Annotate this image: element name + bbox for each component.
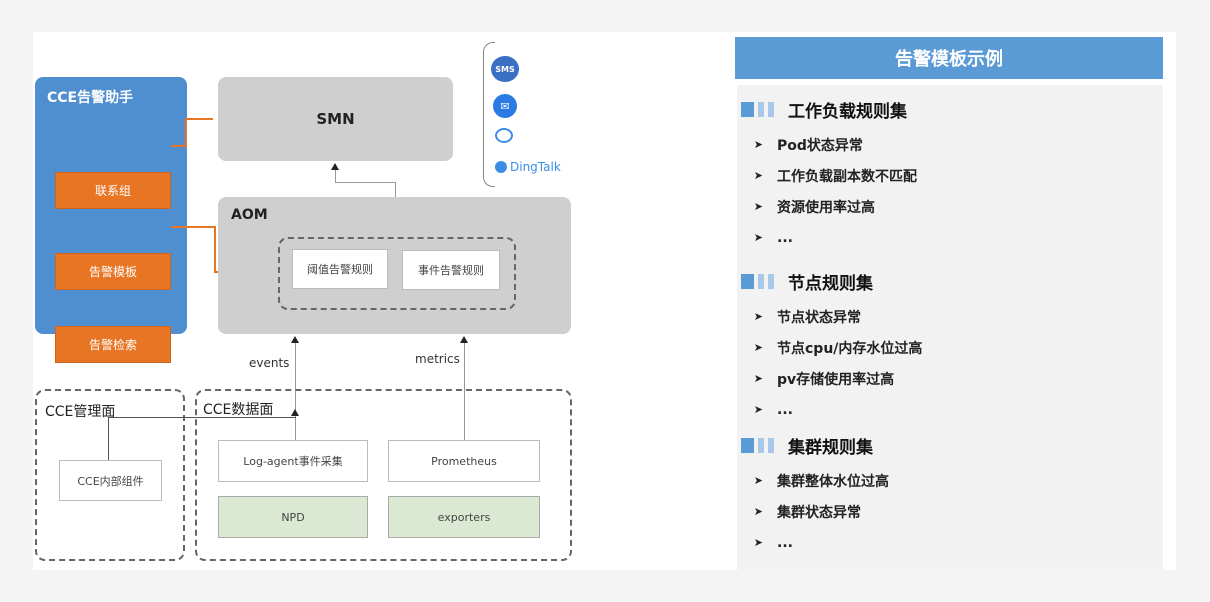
- alarm-template-box: 告警模板: [55, 253, 171, 290]
- item-label: pv存储使用率过高: [777, 371, 895, 388]
- cce-internal-component-box: CCE内部组件: [59, 460, 162, 501]
- list-item: ➤ 工作负载副本数不匹配: [741, 160, 1163, 191]
- brace: [483, 42, 495, 187]
- arrow-bullet-icon: ➤: [753, 403, 763, 416]
- list-item: ➤...: [741, 222, 1163, 253]
- templates-title: 告警模板示例: [735, 37, 1163, 79]
- exporters-box: exporters: [388, 496, 540, 538]
- arrow-head: [460, 336, 468, 343]
- list-item: ➤ 节点cpu/内存水位过高: [741, 332, 1163, 363]
- threshold-rule-box: 阈值告警规则: [292, 249, 388, 289]
- connector: [335, 182, 395, 183]
- connector: [335, 169, 336, 183]
- section-bullet-icon: [741, 437, 774, 453]
- alarm-rules-group: [278, 237, 516, 310]
- slide: CCE告警助手 联系组 告警模板 告警检索 SMN SMS ✉ DingTalk…: [33, 32, 1176, 570]
- arrow-bullet-icon: ➤: [753, 372, 763, 385]
- arrow-bullet-icon: ➤: [753, 231, 763, 244]
- log-agent-box: Log-agent事件采集: [218, 440, 368, 482]
- section-label: 集群规则集: [788, 437, 873, 458]
- aom-box: AOM 阈值告警规则 事件告警规则: [218, 197, 571, 334]
- section-title: 集群规则集: [741, 425, 1163, 465]
- list-item: ➤ 资源使用率过高: [741, 191, 1163, 222]
- cce-management-plane: CCE管理面: [35, 389, 185, 561]
- assistant-title: CCE告警助手: [47, 90, 134, 106]
- arrow-bullet-icon: ➤: [753, 138, 763, 151]
- sms-icon: SMS: [491, 56, 519, 82]
- section-bullet-icon: [741, 273, 774, 289]
- section-label: 节点规则集: [788, 273, 873, 294]
- connector: [171, 145, 186, 147]
- item-label: Pod状态异常: [777, 137, 863, 154]
- mgmt-plane-label: CCE管理面: [45, 404, 116, 420]
- connector: [185, 118, 187, 147]
- smn-box: SMN: [218, 77, 453, 161]
- item-label: ...: [777, 534, 793, 551]
- list-item: ➤ 节点状态异常: [741, 301, 1163, 332]
- connector: [185, 118, 213, 120]
- connector: [214, 226, 216, 272]
- connector: [171, 226, 215, 228]
- data-plane-label: CCE数据面: [203, 402, 274, 418]
- arrow-bullet-icon: ➤: [753, 200, 763, 213]
- dingtalk-icon: [495, 161, 507, 173]
- arrow-bullet-icon: ➤: [753, 474, 763, 487]
- list-item: ➤ Pod状态异常: [741, 129, 1163, 160]
- event-rule-box: 事件告警规则: [402, 250, 500, 290]
- item-label: 节点状态异常: [777, 309, 861, 326]
- item-label: 资源使用率过高: [777, 199, 875, 216]
- list-item: ➤...: [741, 394, 1163, 425]
- section-title: 工作负载规则集: [741, 89, 1163, 129]
- item-label: 工作负载副本数不匹配: [777, 168, 917, 185]
- events-label: events: [249, 356, 290, 370]
- arrow-bullet-icon: ➤: [753, 536, 763, 549]
- wecom-icon: [495, 128, 513, 143]
- cce-alarm-assistant-panel: CCE告警助手 联系组 告警模板 告警检索: [35, 77, 187, 363]
- email-icon: ✉: [493, 94, 517, 118]
- item-label: 节点cpu/内存水位过高: [777, 340, 923, 357]
- npd-box: NPD: [218, 496, 368, 538]
- list-item: ➤ pv存储使用率过高: [741, 363, 1163, 394]
- item-label: ...: [777, 401, 793, 418]
- aom-label: AOM: [231, 207, 268, 223]
- section-bullet-icon: [741, 101, 774, 117]
- item-label: 集群状态异常: [777, 504, 861, 521]
- prometheus-box: Prometheus: [388, 440, 540, 482]
- connector: [108, 417, 296, 418]
- list-item: ➤ 集群整体水位过高: [741, 465, 1163, 496]
- dingtalk-label: DingTalk: [510, 160, 561, 174]
- list-item: ➤ 集群状态异常: [741, 496, 1163, 527]
- item-label: ...: [777, 229, 793, 246]
- cce-data-plane: CCE数据面: [195, 389, 572, 561]
- dingtalk-logo: DingTalk: [495, 160, 561, 174]
- arrow-head: [291, 336, 299, 343]
- connector: [395, 182, 396, 197]
- connector: [108, 417, 109, 460]
- metrics-label: metrics: [415, 352, 460, 366]
- alarm-search-box: 告警检索: [55, 326, 171, 363]
- arrow-bullet-icon: ➤: [753, 341, 763, 354]
- arrow-head: [291, 409, 299, 416]
- templates-panel: 工作负载规则集 ➤ Pod状态异常 ➤ 工作负载副本数不匹配 ➤ 资源使用率过高 ➤.…: [737, 85, 1163, 570]
- arrow-bullet-icon: ➤: [753, 310, 763, 323]
- arrow-bullet-icon: ➤: [753, 169, 763, 182]
- arrow-bullet-icon: ➤: [753, 505, 763, 518]
- arrow-head: [331, 163, 339, 170]
- list-item: ➤...: [741, 527, 1163, 558]
- section-label: 工作负载规则集: [788, 101, 907, 122]
- section-title: 节点规则集: [741, 261, 1163, 301]
- item-label: 集群整体水位过高: [777, 473, 889, 490]
- contact-group-box: 联系组: [55, 172, 171, 209]
